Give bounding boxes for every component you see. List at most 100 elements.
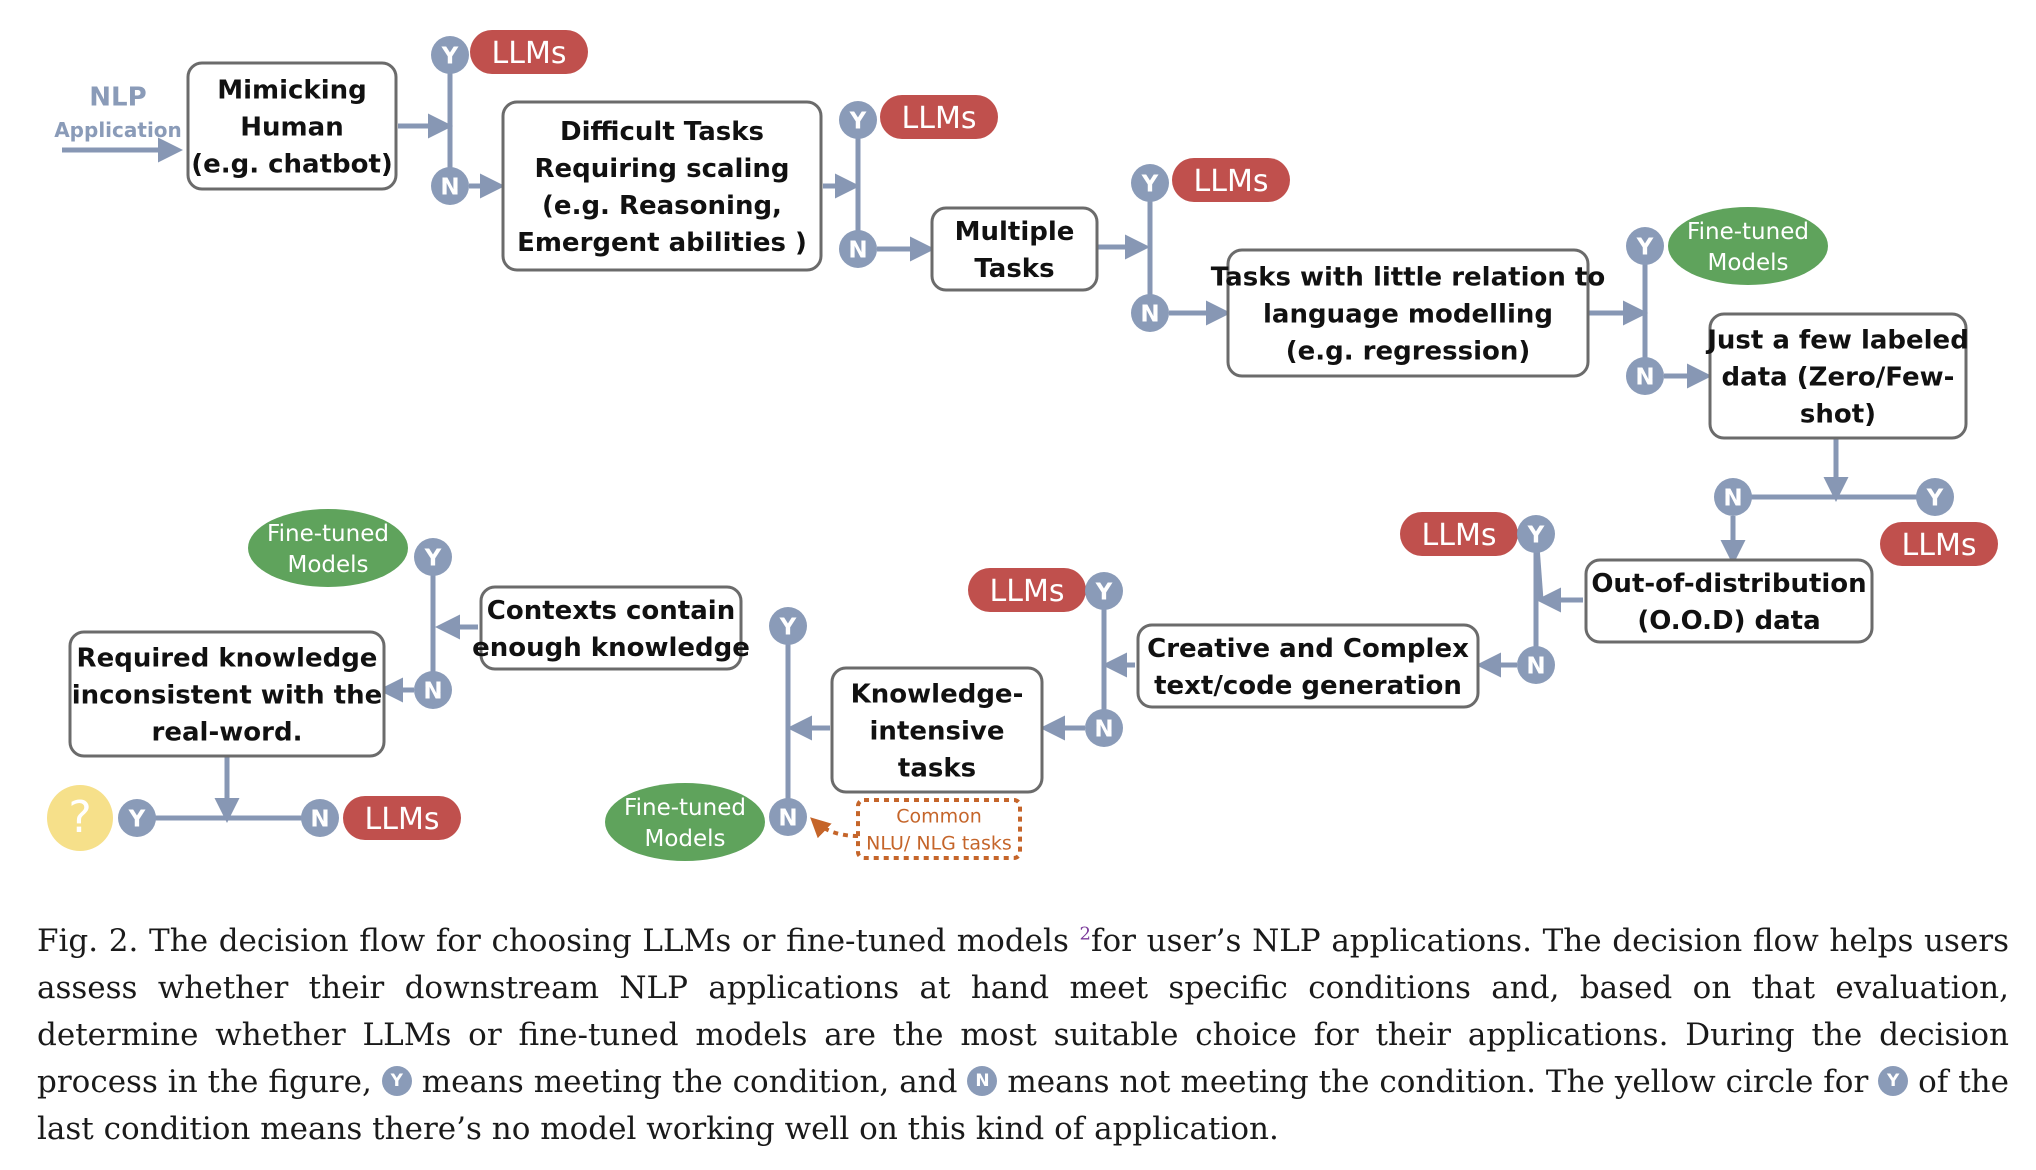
- little-relation-box: [1226, 248, 1590, 378]
- required-knowledge-text-line: inconsistent with the: [72, 680, 383, 710]
- little-relation-text-line: (e.g. regression): [1286, 336, 1531, 366]
- finetuned-badge-2-label-line: Models: [644, 826, 725, 852]
- node-yes-4-letter-line: Y: [1636, 234, 1654, 260]
- llms-badge-6-label-line: LLMs: [990, 574, 1065, 609]
- llms-badge-1-label: LLMs: [492, 36, 567, 71]
- node-yes-1: [431, 36, 469, 74]
- creative-box: [1136, 623, 1480, 709]
- question-mark-line: ?: [68, 792, 91, 843]
- node-yes-1-letter: Y: [441, 43, 459, 69]
- llms-badge-5: [1400, 512, 1518, 556]
- finetuned-badge-3: [248, 509, 408, 587]
- difficult-tasks-text-line: Emergent abilities ): [517, 228, 807, 258]
- llms-badge-2-label: LLMs: [902, 101, 977, 136]
- node-no-4-letter-line: N: [1635, 364, 1654, 390]
- finetuned-badge-2: [605, 783, 765, 861]
- node-no-7-letter: N: [1094, 716, 1113, 742]
- caption-text-2: for user’s NLP applications. The decisio…: [37, 923, 2009, 1100]
- caption-fig-label: Fig. 2.: [37, 923, 139, 959]
- ood-text-line: (O.O.D) data: [1637, 606, 1820, 636]
- node-no-10-letter-line: N: [310, 806, 329, 832]
- creative-text-line: Creative and Complex: [1147, 634, 1469, 664]
- caption-footnote: 2: [1079, 923, 1091, 945]
- node-no-5-letter-line: N: [1723, 485, 1742, 511]
- node-no-5: [1714, 478, 1752, 516]
- node-yes-10-letter-line: Y: [128, 806, 146, 832]
- node-no-1-letter: N: [440, 174, 459, 200]
- node-yes-8-letter: Y: [779, 614, 797, 640]
- node-no-5-letter: N: [1723, 485, 1742, 511]
- node-no-7-letter-line: N: [1094, 716, 1113, 742]
- caption-text-5: of the last condition means there’s no m…: [37, 1064, 2009, 1147]
- little-relation-text-line: Tasks with little relation to: [1211, 262, 1605, 292]
- mimicking-human-text-line: (e.g. chatbot): [191, 149, 393, 179]
- llms-badge-7: [343, 796, 461, 840]
- start-label-top-line: NLP: [89, 82, 146, 112]
- question-mark: ?: [68, 792, 91, 843]
- contexts-text: Contexts contain enough knowledge: [472, 596, 750, 663]
- contexts-text-line: Contexts contain: [487, 596, 735, 626]
- node-no-10-letter: N: [310, 806, 329, 832]
- yes-symbol-icon-2: Y: [1878, 1065, 1909, 1096]
- few-labeled-box: [1708, 312, 1968, 440]
- llms-badge-4: [1880, 522, 1998, 566]
- start-label-bottom-line: Application: [54, 118, 182, 142]
- few-labeled-text-line: Just a few labeled: [1705, 325, 1969, 355]
- node-yes-10-letter: Y: [128, 806, 146, 832]
- finetuned-badge-1-label-line: Models: [1707, 250, 1788, 276]
- contexts-text-line: enough knowledge: [472, 633, 750, 663]
- difficult-tasks-text-line: Requiring scaling: [535, 154, 790, 184]
- node-no-9-letter-line: N: [423, 678, 442, 704]
- node-no-9-letter: N: [423, 678, 442, 704]
- node-no-1: [431, 167, 469, 205]
- common-tasks-note: [856, 798, 1022, 860]
- multiple-tasks-text-line: Multiple: [955, 217, 1075, 247]
- node-no-8: [769, 798, 807, 836]
- finetuned-badge-1: [1668, 207, 1828, 285]
- llms-badge-4-label: LLMs: [1902, 528, 1977, 563]
- llms-badge-6-label: LLMs: [990, 574, 1065, 609]
- node-yes-3: [1131, 164, 1169, 202]
- node-no-1-letter-line: N: [440, 174, 459, 200]
- node-yes-9-letter: Y: [424, 545, 442, 571]
- note-arrow: [810, 817, 859, 839]
- node-no-8-letter-line: N: [778, 805, 797, 831]
- knowledge-intensive-box: [830, 666, 1044, 794]
- required-knowledge-text-line: real-word.: [152, 717, 303, 747]
- node-no-9: [414, 671, 452, 709]
- caption-text-1: The decision flow for choosing LLMs or f…: [138, 923, 1080, 959]
- node-yes-6-letter: Y: [1527, 522, 1545, 548]
- decision-nodes: [118, 36, 1954, 837]
- node-no-6: [1517, 646, 1555, 684]
- yes-symbol-icon: Y: [381, 1065, 412, 1096]
- mimicking-human-box: [186, 61, 398, 191]
- finetuned-badge-3-label-line: Fine-tuned: [267, 521, 389, 547]
- connector-lines: [62, 55, 1935, 839]
- difficult-tasks-text-line: Difficult Tasks: [560, 117, 764, 147]
- multiple-tasks-box: [930, 206, 1099, 292]
- node-no-4-letter: N: [1635, 364, 1654, 390]
- figure-caption: Fig. 2. The decision flow for choosing L…: [37, 918, 2009, 1153]
- llms-badge-7-label: LLMs: [365, 802, 440, 837]
- node-yes-1-letter-line: Y: [441, 43, 459, 69]
- llms-badge-3-label: LLMs: [1194, 164, 1269, 199]
- knowledge-intensive-text-line: tasks: [898, 753, 976, 783]
- llms-badge-5-label-line: LLMs: [1422, 518, 1497, 553]
- node-no-2-letter: N: [848, 237, 867, 263]
- llms-badge-1-label-line: LLMs: [492, 36, 567, 71]
- node-no-10: [301, 799, 339, 837]
- common-tasks-note-text-line: NLU/ NLG tasks: [866, 832, 1012, 854]
- node-no-2-letter-line: N: [848, 237, 867, 263]
